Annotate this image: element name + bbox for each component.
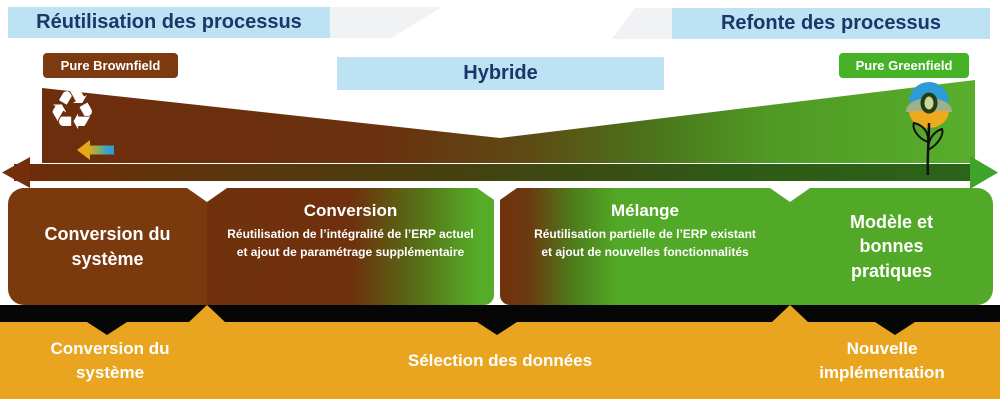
band-notch (477, 322, 517, 335)
orange-peak (772, 305, 808, 322)
phase-system-conversion: Conversion du système (50, 338, 170, 382)
transition-arrow-body (14, 164, 976, 181)
block-title: Mélange (610, 201, 680, 220)
orange-peak (189, 305, 225, 322)
band-notch (875, 322, 915, 335)
hybrid-banner: Hybride (337, 57, 664, 90)
block-title: Conversion du système (44, 224, 171, 269)
flower-icon (906, 82, 952, 176)
block-title: Conversion (303, 201, 398, 220)
block-title: Modèle et bonnes pratiques (849, 212, 933, 281)
arrow-left-head (2, 157, 30, 188)
pure-greenfield-badge: Pure Greenfield (838, 52, 970, 79)
phase-new-implementation: Nouvelle implémentation (819, 338, 945, 382)
process-redesign-banner: Refonte des processus (672, 8, 990, 39)
block-subtitle: Réutilisation de l’intégralité de l’ERP … (227, 227, 474, 260)
pure-greenfield-label: Pure Greenfield (855, 58, 953, 73)
chevron-notch (187, 188, 227, 202)
left-multicolor-arrow-icon (77, 140, 114, 160)
phase-data-selection: Sélection des données (407, 350, 593, 370)
band-notch (87, 322, 127, 335)
block-subtitle: Réutilisation partielle de l’ERP existan… (534, 227, 756, 260)
process-redesign-label: Refonte des processus (720, 12, 942, 34)
brown-green-wedge (42, 80, 975, 163)
shadow-strip (0, 305, 1000, 322)
chevron-notch (477, 188, 517, 202)
chevron-notch (770, 188, 810, 202)
process-reuse-label: Réutilisation des processus (36, 11, 302, 33)
process-reuse-banner: Réutilisation des processus (8, 7, 330, 38)
block-model-best-practices: Modèle et bonnes pratiques (790, 188, 993, 305)
arrow-right-head (970, 156, 998, 189)
recycle-icon: ♻ (48, 79, 97, 142)
pure-brownfield-badge: Pure Brownfield (42, 52, 179, 79)
block-system-conversion: Conversion du système (8, 188, 207, 305)
block-melange: Mélange Réutilisation partielle de l’ERP… (500, 188, 790, 305)
hybrid-label: Hybride (463, 62, 538, 84)
pure-brownfield-label: Pure Brownfield (60, 58, 161, 73)
block-conversion: Conversion Réutilisation de l’intégralit… (207, 188, 494, 305)
